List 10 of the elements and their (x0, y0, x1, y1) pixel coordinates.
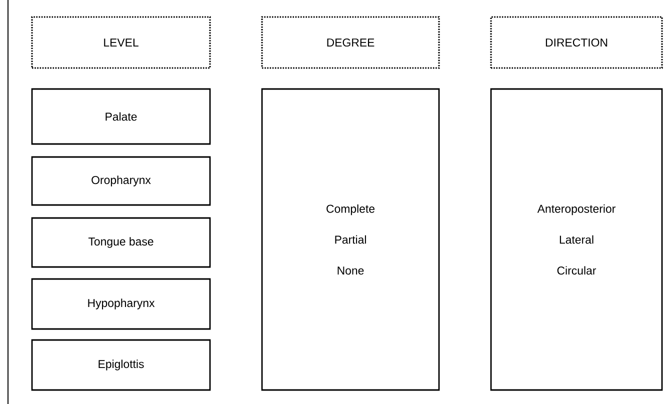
item-box: Epiglottis (31, 339, 211, 391)
category-box: DIRECTION (490, 16, 663, 69)
item-box: Hypopharynx (31, 278, 211, 330)
category-box: LEVEL (31, 16, 211, 69)
category-box: DEGREE (261, 16, 440, 69)
item-box: Palate (31, 88, 211, 145)
item-box: Oropharynx (31, 156, 211, 206)
item-box: Tongue base (31, 217, 211, 268)
item-box: Complete Partial None (261, 88, 440, 391)
item-box: Anteroposterior Lateral Circular (490, 88, 663, 391)
